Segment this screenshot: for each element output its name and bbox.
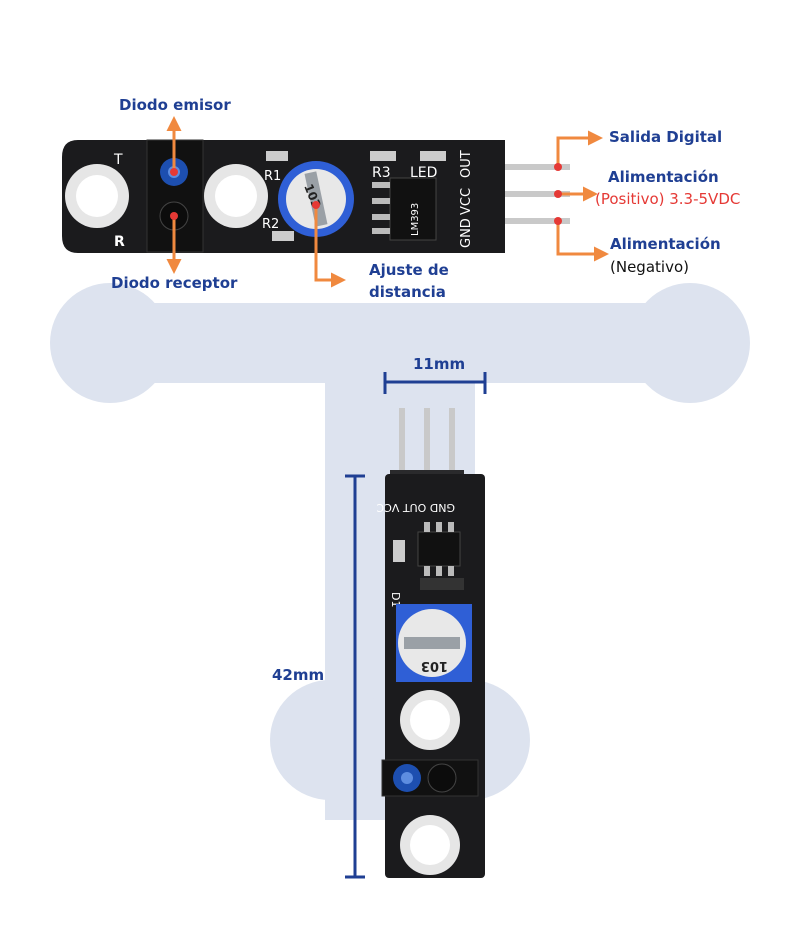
callout-arrows [166,116,609,288]
pot-label-side: 103 [421,658,448,673]
silk-r2: R2 [262,217,279,232]
distance-label-line1: Ajuste de [369,261,449,279]
silk-r: R [114,234,125,250]
distance-label-line2: distancia [369,283,446,301]
chip-label: LM393 [410,203,421,236]
length-label: 42mm [272,666,325,684]
silk-r3: R3 [372,165,391,181]
silk-pins-side: GND OUT VCC [376,501,455,514]
silk-r1: R1 [264,169,281,184]
width-dimension [383,372,487,394]
gnd-title-label: Alimentación [610,235,721,253]
silk-gnd: GND [459,218,474,248]
gnd-detail-label: (Negativo) [610,258,689,276]
sensor-board-side: GND OUT VCC D1 103 [376,408,485,878]
silk-t: T [113,152,123,168]
silk-d1: D1 [389,592,402,607]
silk-out: OUT [459,150,474,178]
vcc-detail-label: (Positivo) 3.3-5VDC [595,190,741,208]
length-dimension [345,474,365,879]
emitter-label: Diodo emisor [119,96,231,114]
digital-out-label: Salida Digital [609,128,723,146]
receiver-label: Diodo receptor [111,274,238,292]
width-label: 11mm [413,355,466,373]
marker-dots [170,163,562,225]
silk-led: LED [410,165,437,181]
vcc-title-label: Alimentación [608,168,719,186]
silk-vcc: VCC [459,188,474,215]
